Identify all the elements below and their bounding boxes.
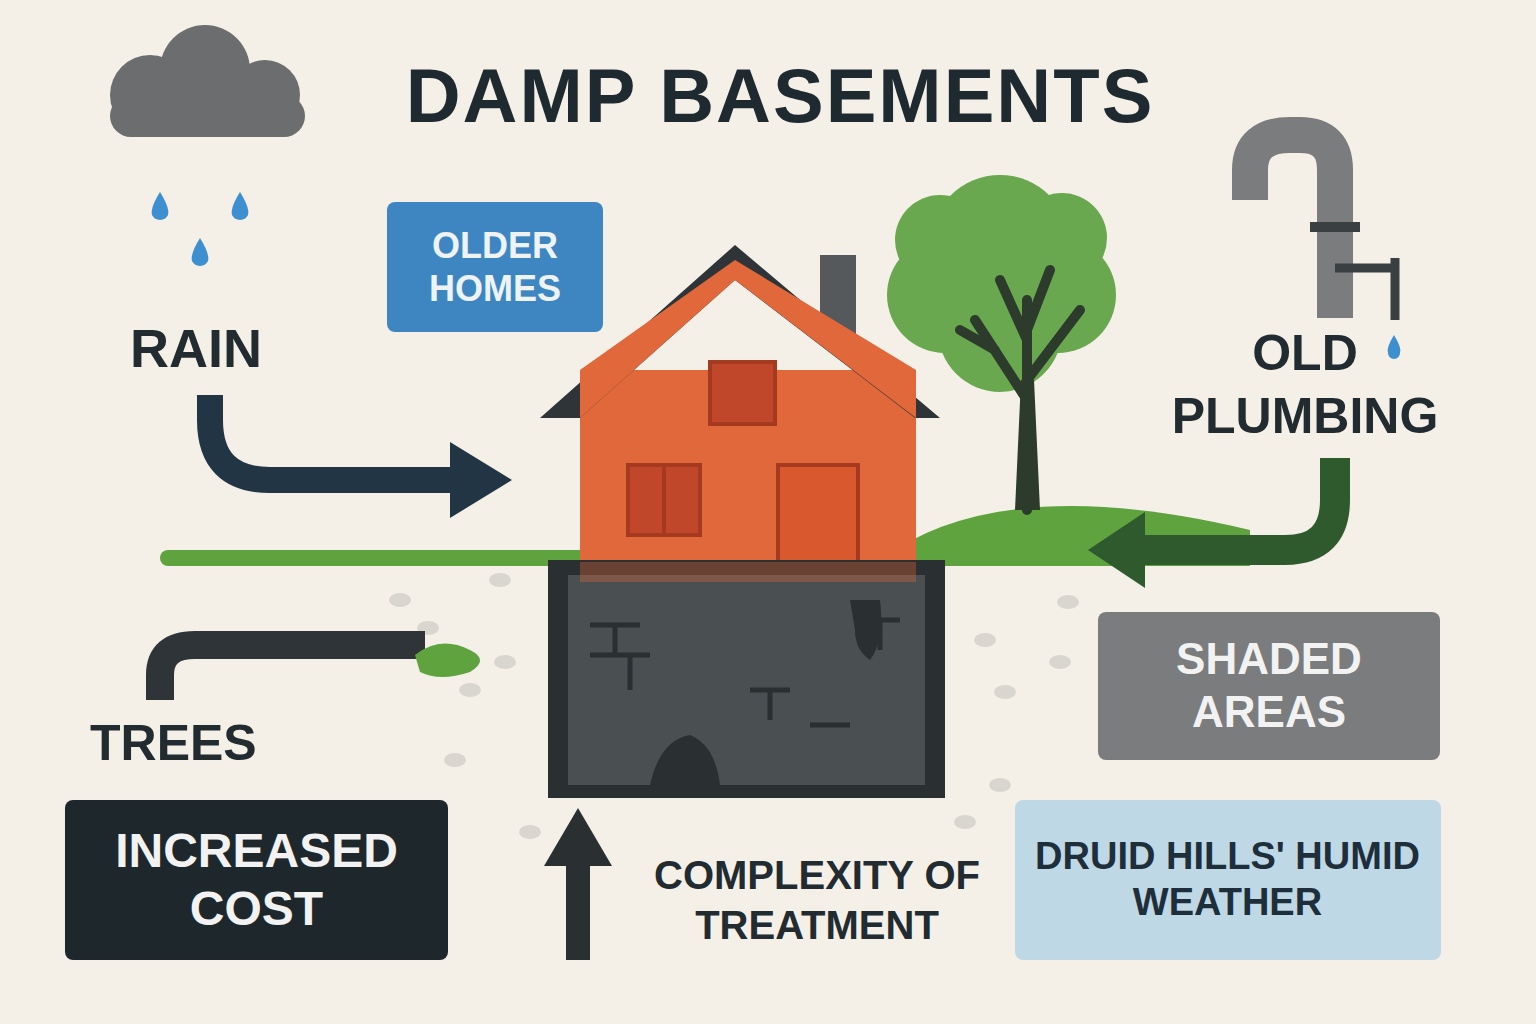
title: DAMP BASEMENTS [330,48,1230,143]
rain-cloud [110,25,305,137]
stone [489,573,511,587]
art-path [960,270,1080,510]
box-text: SHADED AREAS [1119,633,1419,739]
art-circle [895,195,985,285]
drain-pipe [160,645,425,700]
tree [887,175,1116,510]
cause-label: RAIN [130,315,370,383]
basement [548,560,945,798]
art-path [650,735,720,785]
art-path [1015,380,1040,510]
pipe-collar [1310,222,1360,232]
cause-label: OLD PLUMBING [1125,322,1485,447]
box-text: INCREASED COST [87,822,427,937]
box-text: OLDER HOMES [405,224,585,310]
stone [994,685,1016,699]
stone [989,778,1011,792]
art-line [662,465,666,535]
art-circle [1017,193,1107,283]
effect-label: COMPLEXITY OF TREATMENT [632,850,1002,950]
stone [1049,655,1071,669]
stone [1057,595,1079,609]
stone [389,593,411,607]
stones [389,573,1121,839]
leak-pipe [1140,458,1335,550]
factor-box: SHADED AREAS [1098,612,1440,760]
water-splash [415,644,480,677]
art-path [192,238,209,266]
rain-drops [152,192,249,266]
art-path [232,192,249,220]
rain-arrowhead [450,442,512,518]
stone [974,633,996,647]
art-rect [568,575,925,785]
art-rect [110,95,305,137]
art-rect [710,362,775,424]
up-arrow [566,860,590,960]
stone [519,825,541,839]
drip [1388,335,1401,359]
stone [494,655,516,669]
rain-arrow [210,395,455,480]
leak-arrowhead [1088,512,1145,588]
stone [954,815,976,829]
cause-label: TREES [90,712,330,775]
art-rect [548,560,945,798]
factor-box: DRUID HILLS' HUMID WEATHER [1015,800,1441,960]
stone [444,753,466,767]
effect-box: INCREASED COST [65,800,448,960]
art-rect [628,465,700,535]
art-path [152,192,169,220]
art-rect [778,465,858,562]
art-path [590,620,900,725]
art-path [850,600,881,660]
box-text: DRUID HILLS' HUMID WEATHER [1033,834,1423,925]
up-arrowhead [544,808,612,866]
factor-box: OLDER HOMES [387,202,603,332]
art-rect [580,562,916,582]
stone [459,683,481,697]
spigot [1335,258,1395,320]
